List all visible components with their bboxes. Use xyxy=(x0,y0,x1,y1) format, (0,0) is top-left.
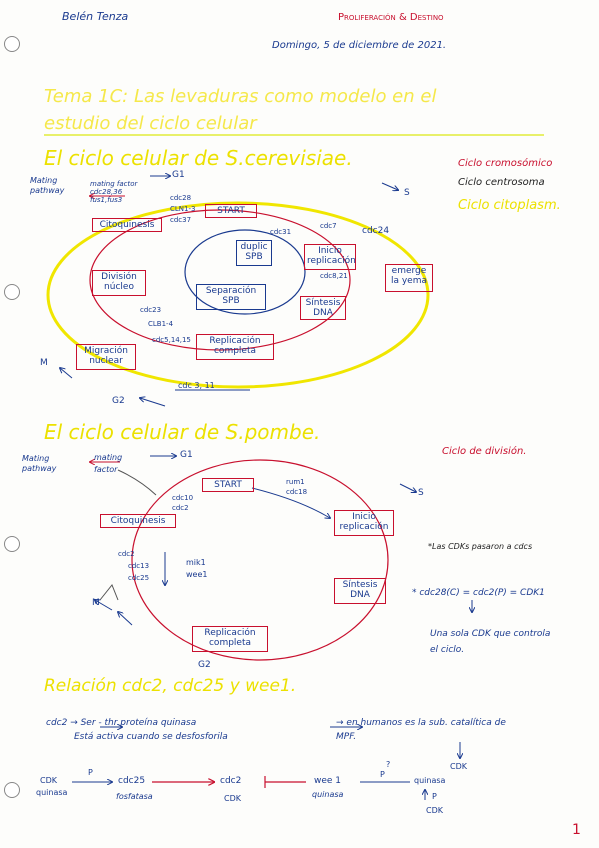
reg-cdk3: CDK xyxy=(426,806,443,815)
reg-cdc2: cdc2 xyxy=(220,776,242,786)
note-single-cdk: Una sola CDK que controla el ciclo. xyxy=(430,629,551,655)
cdc5: cdc5,14,15 xyxy=(152,336,191,344)
cdc10: cdc10 xyxy=(172,494,194,502)
section3-heading: Relación cdc2, cdc25 y wee1. xyxy=(44,676,297,696)
mating-factor-2: mating factor xyxy=(94,453,123,474)
reg-quinasa: quinasa xyxy=(36,788,68,797)
box-replicacion-2: Replicación completa xyxy=(192,626,268,652)
box-migracion: Migración nuclear xyxy=(76,344,136,370)
box-citoquinesis-2: Citoquinesis xyxy=(100,514,176,528)
g1-label-1: G1 xyxy=(172,170,185,180)
cdc18: cdc18 xyxy=(286,488,308,496)
reg-quinasa2: quinasa xyxy=(312,790,344,799)
note-equivalence: * cdc28(C) = cdc2(P) = CDK1 xyxy=(412,588,545,598)
box-division: División núcleo xyxy=(92,270,146,296)
box-sintesis-2: Síntesis DNA xyxy=(334,578,386,604)
legend-cytoplasm: Ciclo citoplasm. xyxy=(458,198,561,213)
cdc7: cdc7 xyxy=(320,222,337,230)
reg-cdk: CDK xyxy=(40,776,57,785)
cdc25-a: cdc25 xyxy=(128,574,150,582)
legend-chromosome: Ciclo cromosómico xyxy=(458,158,553,169)
legend-division: Ciclo de división. xyxy=(442,446,527,457)
reg-p3: P xyxy=(432,792,437,801)
reg-p2: P xyxy=(380,770,385,779)
box-start-1: START xyxy=(205,204,257,218)
cdc2-active: Está activa cuando se desfosforila xyxy=(74,732,228,742)
page-title-line2: estudio del ciclo celular xyxy=(44,113,257,134)
title-underline xyxy=(44,134,544,136)
box-replicacion-1: Replicación completa xyxy=(196,334,274,360)
cdc13: cdc13 xyxy=(128,562,150,570)
box-inicio-2: Inicio replicación xyxy=(334,510,394,536)
mating-factors: mating factor cdc28,36 fus1,fus3 xyxy=(90,180,138,204)
cdc28-1: cdc28 xyxy=(170,194,192,202)
cdc23: cdc23 xyxy=(140,306,162,314)
topic: Proliferación & Destino xyxy=(338,12,444,23)
cdc8: cdc8,21 xyxy=(320,272,348,280)
reg-cdc25: cdc25 xyxy=(118,776,146,786)
section1-heading: El ciclo celular de S.cerevisiae. xyxy=(44,146,353,170)
s-label-1: S xyxy=(404,188,410,198)
box-citoquinesis-1: Citoquinesis xyxy=(92,218,162,232)
reg-fosfatasa: fosfatasa xyxy=(116,792,153,801)
page-title-line1: Tema 1C: Las levaduras como modelo en el xyxy=(44,86,437,107)
g2-label-1: G2 xyxy=(112,396,125,406)
box-inicio-1: Inicio replicación xyxy=(304,244,356,270)
s-label-2: S xyxy=(418,488,424,498)
reg-quinasa3: quinasa xyxy=(414,776,446,785)
m-label-1: M xyxy=(40,358,48,368)
cdc2-a: cdc2 xyxy=(172,504,189,512)
reg-q: ? xyxy=(386,760,391,769)
m-label-2: M xyxy=(92,598,100,608)
clb: CLB1-4 xyxy=(148,320,174,328)
date: Domingo, 5 de diciembre de 2021. xyxy=(272,40,447,51)
box-dup-spb: duplic SPB xyxy=(236,240,272,266)
cln: CLN1-3 xyxy=(170,205,196,213)
box-emerge: emerge la yema xyxy=(385,264,433,292)
g1-label-2: G1 xyxy=(180,450,193,460)
cdc3: cdc 3, 11 xyxy=(178,381,215,390)
mating-pathway: Mating pathway xyxy=(30,176,65,195)
wee1-a: wee1 xyxy=(186,570,208,579)
page-number: 1 xyxy=(572,822,581,838)
cdc37: cdc37 xyxy=(170,216,192,224)
g2-label-2: G2 xyxy=(198,660,211,670)
cdc24: cdc24 xyxy=(362,226,390,236)
cdc31: cdc31 xyxy=(270,228,292,236)
reg-wee1: wee 1 xyxy=(314,776,342,786)
reg-p: P xyxy=(88,768,93,777)
binder-hole xyxy=(4,782,20,798)
mating-pathway-2: Mating pathway xyxy=(22,454,57,473)
cdc2-human: → en humanos es la sub. catalítica de MP… xyxy=(336,718,506,742)
reg-cdk2: CDK xyxy=(224,794,241,803)
author: Belén Tenza xyxy=(62,10,129,23)
cdc2-b: cdc2 xyxy=(118,550,135,558)
binder-hole xyxy=(4,36,20,52)
cdk-label: CDK xyxy=(450,762,467,771)
note-cdks: *Las CDKs pasaron a cdcs xyxy=(428,542,533,551)
box-separacion: Separación SPB xyxy=(196,284,266,310)
mik1: mik1 xyxy=(186,558,206,567)
cdc2-description: cdc2 → Ser - thr proteína quinasa xyxy=(46,718,197,728)
rum1: rum1 xyxy=(286,478,305,486)
binder-hole xyxy=(4,284,20,300)
section2-heading: El ciclo celular de S.pombe. xyxy=(44,420,321,444)
box-start-2: START xyxy=(202,478,254,492)
legend-centrosome: Ciclo centrosoma xyxy=(458,177,545,188)
binder-hole xyxy=(4,536,20,552)
box-sintesis-1: Síntesis DNA xyxy=(300,296,346,320)
